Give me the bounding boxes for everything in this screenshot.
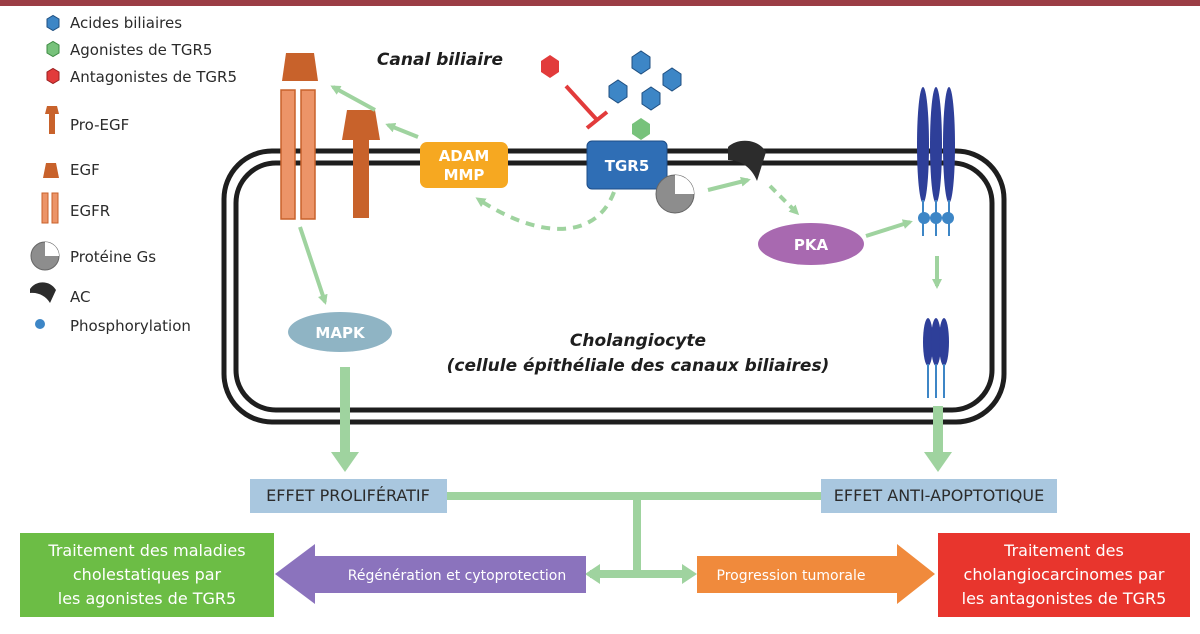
arrow-egfr-to-mapk xyxy=(298,226,328,305)
cholangio-line-2: cholangiocarcinomes par xyxy=(964,565,1165,584)
cell-title: Cholangiocyte xyxy=(570,331,706,351)
arrow-gs-to-ac xyxy=(707,176,751,192)
receptor-chain xyxy=(923,318,933,366)
adam-label: ADAM xyxy=(439,147,490,165)
adenylate-cyclase xyxy=(728,140,766,181)
anti-apoptotic-effect-label: EFFET ANTI-APOPTOTIQUE xyxy=(834,486,1044,505)
mapk-ellipse xyxy=(288,312,392,352)
phosphorylation-dot xyxy=(930,212,942,224)
anti-apoptotic-receptor-lower xyxy=(923,318,949,398)
legend-egfr: EGFR xyxy=(70,202,110,220)
pka-label: PKA xyxy=(794,236,829,254)
pro-egf-head xyxy=(342,110,380,140)
ac-icon xyxy=(30,282,56,303)
agonist-molecule xyxy=(632,118,650,140)
bile-acid-molecule xyxy=(641,86,661,111)
anti-apoptotic-effect-box xyxy=(821,479,1057,513)
legend: Acides biliaires Agonistes de TGR5 Antag… xyxy=(30,14,237,335)
proliferative-effect-box xyxy=(250,479,447,513)
pro-egf-icon xyxy=(45,106,59,114)
arrow-pka-to-receptor xyxy=(865,219,913,238)
effect-arrows xyxy=(340,367,943,454)
bile-acid-icon xyxy=(46,14,60,32)
egfr-icon xyxy=(41,192,49,224)
legend-tgr5-agonists: Agonistes de TGR5 xyxy=(70,41,212,59)
egfr-chain-right xyxy=(300,89,316,220)
bile-acid-molecule xyxy=(608,79,628,104)
bile-acid-molecule xyxy=(662,67,682,92)
pka-ellipse xyxy=(758,223,864,265)
mapk-label: MAPK xyxy=(315,324,366,342)
phosphorylation-dot xyxy=(918,212,930,224)
cholangiocarcinoma-treatment-box xyxy=(938,533,1190,617)
egfr-icon-chain xyxy=(51,192,59,224)
tgr5-receptor xyxy=(586,140,668,190)
proliferative-effect-label: EFFET PROLIFÉRATIF xyxy=(266,486,430,505)
cholestatic-line-3: les agonistes de TGR5 xyxy=(58,589,236,608)
receptor-chain xyxy=(943,87,955,203)
egfr-complex xyxy=(280,53,318,220)
cholangio-line-3: les antagonistes de TGR5 xyxy=(962,589,1167,608)
ligands xyxy=(541,50,682,140)
legend-egf: EGF xyxy=(70,161,100,179)
antagonist-icon xyxy=(46,67,60,85)
cell-subtitle: (cellule épithéliale des canaux biliaire… xyxy=(447,356,830,376)
phosphorylation-dot xyxy=(942,212,954,224)
gs-protein-cutout xyxy=(675,175,694,194)
legend-bile-acids: Acides biliaires xyxy=(70,14,182,32)
pro-egf-stalk xyxy=(353,140,369,218)
arrow-proegf-to-egf xyxy=(330,85,376,112)
tumor-progression-arrow xyxy=(697,544,935,604)
egf-ligand xyxy=(282,53,318,81)
arrowhead-to-regeneration xyxy=(585,564,600,584)
receptor-chain xyxy=(917,87,929,203)
tgr5-label: TGR5 xyxy=(605,157,650,175)
cholestatic-treatment-box xyxy=(20,533,274,617)
receptor-chain xyxy=(930,87,942,203)
gs-protein-notch xyxy=(45,242,59,256)
cholestatic-line-2: cholestatiques par xyxy=(73,565,222,584)
cholangio-line-1: Traitement des xyxy=(1003,541,1124,560)
legend-phosphorylation: Phosphorylation xyxy=(70,317,191,335)
mmp-label: MMP xyxy=(444,166,485,184)
bile-acid-molecule xyxy=(631,50,651,75)
legend-ac: AC xyxy=(70,288,90,306)
legend-tgr5-antagonists: Antagonistes de TGR5 xyxy=(70,68,237,86)
antagonist-molecule xyxy=(541,55,559,78)
pro-egf xyxy=(342,110,380,218)
arrowhead-to-tumor xyxy=(682,564,697,584)
arrow-tgr5-to-adam xyxy=(475,191,616,231)
signaling-arrows xyxy=(298,85,942,305)
inhibition-line xyxy=(564,84,600,123)
arrowhead-anti-apoptotic xyxy=(924,452,952,472)
agonist-icon xyxy=(46,40,60,58)
arrow-ac-to-pka xyxy=(768,184,800,216)
pro-egf-stem xyxy=(49,114,55,134)
phosphorylation-icon xyxy=(35,319,45,329)
egf-icon xyxy=(43,163,59,178)
effect-connectors xyxy=(447,492,821,578)
receptor-chain xyxy=(939,318,949,366)
tumor-progression-label: Progression tumorale xyxy=(717,568,866,584)
anti-apoptotic-receptor-upper xyxy=(917,87,955,236)
canal-label: Canal biliaire xyxy=(377,50,503,70)
arrowhead-proliferative xyxy=(331,452,359,472)
inhibition-bar xyxy=(585,110,609,130)
receptor-chain xyxy=(931,318,941,366)
regeneration-arrow xyxy=(275,544,586,604)
adam-mmp-box xyxy=(420,142,508,188)
egfr-chain-left xyxy=(280,89,296,220)
cholestatic-line-1: Traitement des maladies xyxy=(47,541,245,560)
arrow-adam-to-proegf xyxy=(385,122,419,139)
legend-gs-protein: Protéine Gs xyxy=(70,248,156,266)
legend-pro-egf: Pro-EGF xyxy=(70,116,129,134)
regeneration-label: Régénération et cytoprotection xyxy=(348,568,566,584)
top-bar xyxy=(0,0,1200,6)
